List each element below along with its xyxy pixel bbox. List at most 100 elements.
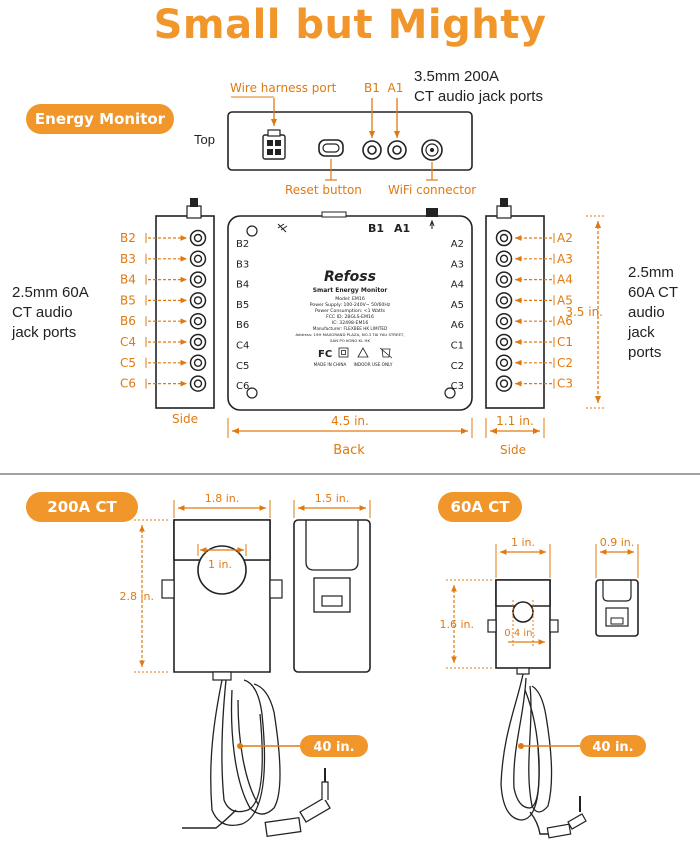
ct200-width-dim: 1.8 in. <box>173 492 271 518</box>
right-ports-label-1: 2.5mm <box>628 264 674 281</box>
back-right-port-label: C2 <box>451 361 464 372</box>
plate-manufacturer: Manufacturer: FLEXBEE HK LIMITED <box>313 326 388 331</box>
plate-product: Smart Energy Monitor <box>313 287 388 294</box>
left-port-label: C4 <box>120 335 136 349</box>
back-a1-label: A1 <box>394 222 410 235</box>
right-jack-c2: C2 <box>495 354 573 372</box>
ct60-cable <box>500 673 587 839</box>
left-port-label: B3 <box>120 252 136 266</box>
fc-mark: FC <box>318 349 332 360</box>
left-port-label: B2 <box>120 231 136 245</box>
ct60-height-dim: 1.6 in. <box>439 579 492 669</box>
plate-address-2: SAN PO KONG KL HK <box>330 338 370 343</box>
ct200-height-dim: 2.8 in. <box>119 519 170 673</box>
plate-consumption: Power Consumption: <1 Watts <box>315 308 386 314</box>
plate-power-supply: Power Supply: 100-240V~ 50/60Hz <box>310 302 391 308</box>
back-b1-label: B1 <box>368 222 384 235</box>
left-jack-c5: C5 <box>120 354 207 372</box>
plate-ic: IC: 32498-EM16 <box>332 320 369 326</box>
back-left-port-label: C4 <box>236 341 249 352</box>
reset-button <box>318 139 344 157</box>
back-left-port-label: B4 <box>236 280 249 291</box>
wire-harness-label: Wire harness port <box>230 81 337 95</box>
right-jack-a4: A4 <box>495 271 573 288</box>
label-plate: Refoss Smart Energy Monitor Model: EM16 … <box>295 269 404 367</box>
ct200-width-label: 1.8 in. <box>205 492 240 505</box>
left-ports-label-1: 2.5mm 60A <box>12 284 89 301</box>
ct200-ports-label-line1: 3.5mm 200A <box>414 68 500 85</box>
right-port-label: A4 <box>557 273 573 287</box>
left-side-label: Side <box>172 412 198 426</box>
back-right-port-label: A4 <box>451 280 464 291</box>
back-left-port-label: C6 <box>236 381 249 392</box>
right-ports-label-4: jack <box>628 324 655 341</box>
brand-logo: Refoss <box>324 269 376 285</box>
left-jack-b2: B2 <box>120 229 207 247</box>
left-jack-b6: B6 <box>120 312 207 330</box>
left-jack-c6: C6 <box>120 375 207 392</box>
left-port-label: B5 <box>120 293 136 307</box>
right-port-label: A6 <box>557 314 573 328</box>
plate-indoor: INDOOR USE ONLY <box>354 362 393 367</box>
ct200-badge: 200A CT <box>26 492 138 522</box>
page-title: Small but Mighty <box>153 2 547 48</box>
ct200-cable-label: 40 in. <box>313 740 354 755</box>
ct60-cable-badge <box>580 735 646 757</box>
ct200-cable <box>182 679 331 838</box>
plate-made-in: MADE IN CHINA <box>314 362 347 367</box>
left-port-label: C6 <box>120 377 136 391</box>
depth-dim: 1.1 in. <box>496 414 534 428</box>
right-jack-a5: A5 <box>495 292 573 309</box>
plate-address-1: Address: 19H MAXGRAND PLAZA, NO.3 TAI YA… <box>295 332 404 337</box>
double-insulation-icon <box>338 347 349 358</box>
right-port-label: A3 <box>557 252 573 266</box>
back-left-port-label: B5 <box>236 300 249 311</box>
right-ports-label-5: ports <box>628 344 662 361</box>
height-dim: 3.5 in. <box>565 305 603 319</box>
ct200-cable-badge <box>300 735 368 757</box>
left-ports-label-3: jack ports <box>12 324 77 341</box>
back-left-port-label: B2 <box>236 239 249 250</box>
ct200-ports-label-line2: CT audio jack ports <box>414 88 543 105</box>
plate-fcc: FCC ID: 2BGLS-EM16 <box>326 314 374 320</box>
right-port-label: C1 <box>557 335 573 349</box>
back-left-port-label: B6 <box>236 320 249 331</box>
b1-a1-label: B1 A1 <box>364 81 404 95</box>
wifi-connector <box>421 139 443 161</box>
left-jack-b3: B3 <box>120 250 207 268</box>
back-right-port-label: A2 <box>451 239 464 250</box>
right-port-label: C2 <box>557 356 573 370</box>
back-left-port-label: C5 <box>236 361 249 372</box>
right-jack-c1: C1 <box>495 333 573 351</box>
back-right-port-label: A6 <box>451 320 464 331</box>
back-label: Back <box>333 443 365 458</box>
left-jack-b5: B5 <box>120 292 207 309</box>
ct60-width-label: 1 in. <box>511 536 535 549</box>
jack-a1 <box>387 140 407 160</box>
right-port-label: C3 <box>557 377 573 391</box>
ct60-depth-label: 0.9 in. <box>600 536 635 549</box>
energy-monitor-badge: Energy Monitor <box>26 104 174 134</box>
jack-b1 <box>362 140 382 160</box>
right-jack-a3: A3 <box>495 250 573 268</box>
ground-icon <box>277 223 288 233</box>
left-port-label: B6 <box>120 314 136 328</box>
ct60-side: 0.9 in. <box>595 536 639 637</box>
wifi-connector-label: WiFi connector <box>388 183 477 197</box>
antenna-icon <box>429 219 435 229</box>
ct200-side: 1.5 in. <box>293 492 371 673</box>
ct60-front: 0.4 in. <box>487 579 559 675</box>
top-view <box>227 96 473 181</box>
ct200-depth-label: 1.5 in. <box>315 492 350 505</box>
right-jack-a2: A2 <box>495 229 573 247</box>
plate-model: Model: EM16 <box>335 296 365 302</box>
back-right-port-label: C1 <box>451 341 464 352</box>
left-ports-label-2: CT audio <box>12 304 73 321</box>
ct60-cable-label: 40 in. <box>592 740 633 755</box>
top-view-label: Top <box>194 132 215 147</box>
ct60-badge: 60A CT <box>438 492 522 522</box>
left-port-label: B4 <box>120 273 136 287</box>
